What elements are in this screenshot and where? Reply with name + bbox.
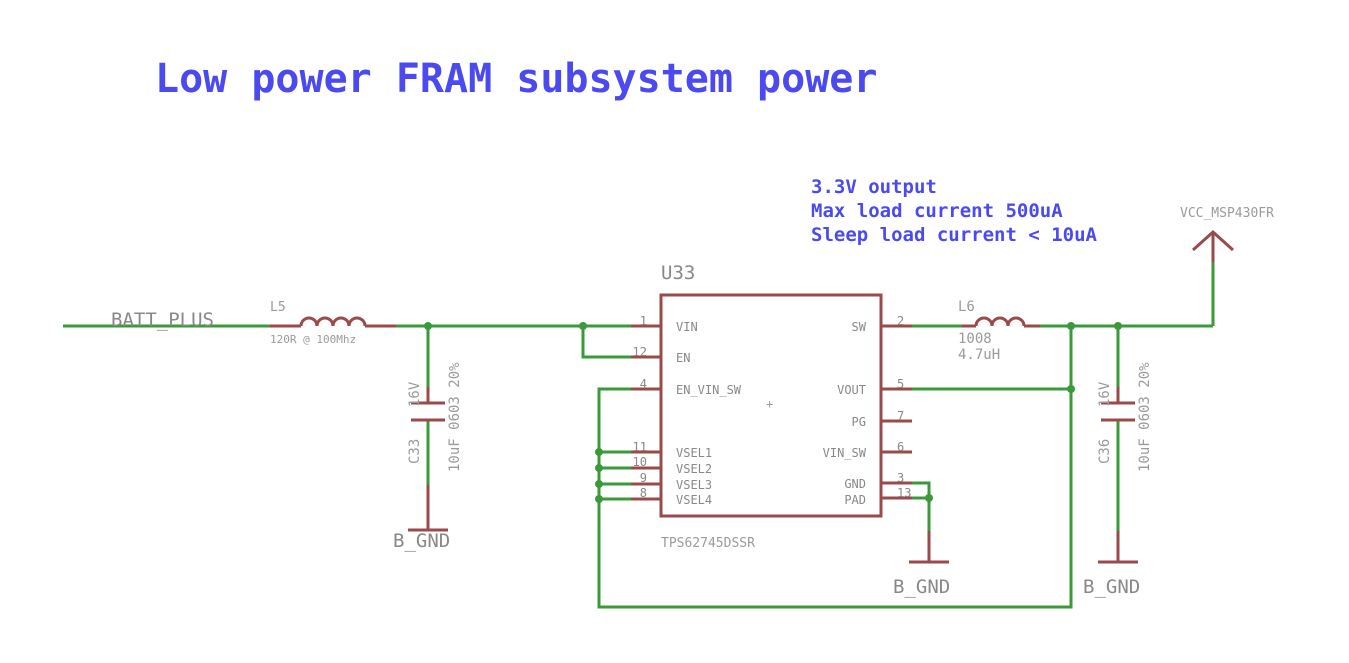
- u33-pin-name: VSEL3: [676, 478, 712, 492]
- u33-pin-name: VIN_SW: [823, 446, 867, 460]
- u33-pin-num: 7: [897, 409, 904, 423]
- c33-name: C33: [407, 439, 423, 464]
- ground-symbol-u33: B_GND: [893, 531, 950, 598]
- gnd-label-c33: B_GND: [393, 530, 450, 552]
- page-title: Low power FRAM subsystem power: [155, 56, 877, 102]
- note-sleep-load: Sleep load current < 10uA: [811, 224, 1098, 246]
- wire-en: [581, 326, 631, 359]
- inductor-l6: L6 1008 4.7uH: [958, 299, 1040, 363]
- u33-origin-marker: +: [766, 397, 773, 411]
- u33-pin-name: PG: [852, 415, 866, 429]
- u33-pin-name: VSEL1: [676, 446, 712, 460]
- wires: [63, 262, 1215, 609]
- l6-name: L6: [958, 299, 975, 315]
- u33-pin-name: SW: [852, 320, 867, 334]
- junction-dot: [595, 480, 603, 488]
- l6-size: 1008: [958, 331, 992, 347]
- u33-pin-num: 8: [640, 486, 647, 500]
- ic-u33: U33 + TPS62745DSSR 1 12 4 11: [631, 262, 912, 551]
- junction-dot: [579, 322, 587, 330]
- u33-pin-name: VIN: [676, 320, 698, 334]
- junction-dot: [595, 464, 603, 472]
- u33-pin-num: 5: [897, 377, 904, 391]
- u33-pin-name: PAD: [844, 493, 866, 507]
- inductor-l5: L5 120R @ 100Mhz: [270, 300, 396, 346]
- l6-value: 4.7uH: [958, 347, 1000, 363]
- note-output: 3.3V output: [811, 176, 937, 198]
- u33-pin-num: 6: [897, 440, 904, 454]
- u33-pin-num: 1: [640, 314, 647, 328]
- capacitor-c33: 16V C33 10uF 0603 20% B_GND: [393, 362, 463, 552]
- l5-value: 120R @ 100Mhz: [270, 333, 356, 346]
- u33-pin-num: 13: [897, 486, 911, 500]
- junction-dot: [1067, 385, 1075, 393]
- u33-name: U33: [661, 262, 695, 284]
- net-label-batt: BATT_PLUS: [111, 309, 214, 331]
- u33-pin-num: 12: [633, 345, 647, 359]
- u33-pin-name: VOUT: [837, 383, 866, 397]
- junction-dot: [925, 494, 933, 502]
- c36-voltage: 16V: [1097, 381, 1113, 407]
- junction-dot: [595, 495, 603, 503]
- c33-value: 10uF 0603 20%: [447, 362, 463, 472]
- note-max-load: Max load current 500uA: [811, 200, 1063, 222]
- u33-pin-num: 4: [640, 377, 647, 391]
- u33-pin-num: 11: [633, 440, 647, 454]
- junction-dot: [595, 448, 603, 456]
- capacitor-c36: 16V C36 10uF 0603 20% B_GND: [1083, 362, 1153, 598]
- u33-pin-num: 3: [897, 471, 904, 485]
- junction-dot: [1114, 322, 1122, 330]
- net-label-vcc: VCC_MSP430FR: [1180, 206, 1274, 221]
- wire-gnd: [912, 481, 931, 531]
- l5-name: L5: [270, 300, 286, 315]
- c36-value: 10uF 0603 20%: [1137, 362, 1153, 472]
- u33-pin-name: EN: [676, 351, 690, 365]
- u33-pin-name: VSEL2: [676, 462, 712, 476]
- u33-pin-num: 10: [633, 455, 647, 469]
- u33-pin-name: GND: [844, 477, 866, 491]
- u33-pin-num: 2: [897, 314, 904, 328]
- wire-en-vin-sw-loop: [597, 326, 1073, 609]
- gnd-label-u33: B_GND: [893, 576, 950, 598]
- junctions: [424, 322, 1122, 503]
- u33-pin-name: EN_VIN_SW: [676, 383, 742, 397]
- u33-body: [659, 293, 883, 518]
- junction-dot: [424, 322, 432, 330]
- u33-pin-name: VSEL4: [676, 493, 712, 507]
- gnd-label-c36: B_GND: [1083, 576, 1140, 598]
- c36-name: C36: [1097, 439, 1113, 464]
- supply-symbol-vcc: VCC_MSP430FR: [1180, 206, 1274, 262]
- c33-voltage: 16V: [407, 381, 423, 407]
- u33-pin-num: 9: [640, 471, 647, 485]
- junction-dot: [1067, 322, 1075, 330]
- u33-part: TPS62745DSSR: [661, 536, 755, 551]
